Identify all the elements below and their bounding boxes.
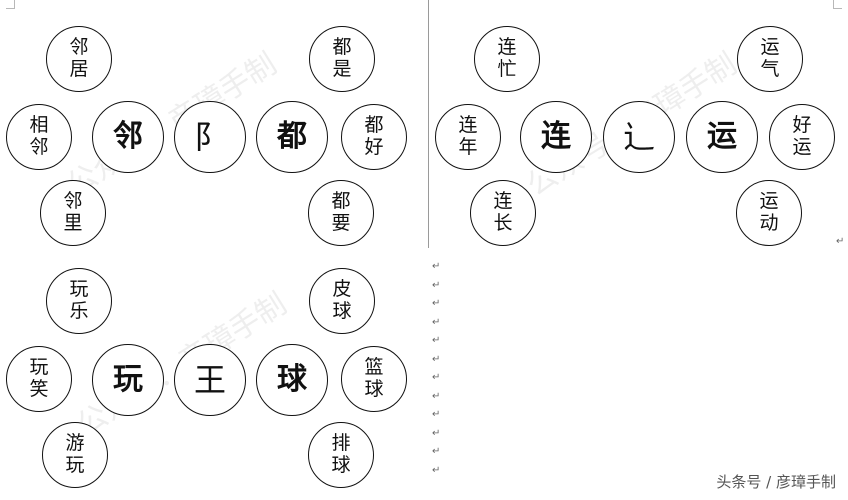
- word-circle: 连 忙: [474, 26, 540, 92]
- paragraph-mark: ↵: [432, 316, 441, 328]
- root-circle: 都: [256, 101, 328, 173]
- word-circle: 篮 球: [341, 346, 407, 412]
- root-circle: 玩: [92, 344, 164, 416]
- word-char: 乐: [69, 300, 89, 322]
- radical-circle: 王: [174, 344, 246, 416]
- word-char: 连: [458, 114, 478, 137]
- radical-circle: 辶: [603, 101, 675, 173]
- root-char: 邻: [113, 118, 143, 154]
- paragraph-mark: ↵: [432, 409, 441, 420]
- page-corner-top-right: [833, 0, 842, 9]
- word-char: 要: [331, 212, 351, 234]
- word-circle: 邻 里: [40, 180, 106, 246]
- word-circle: 相 邻: [6, 104, 72, 170]
- paragraph-marks-column: ↵ ↵ ↵ ↵ ↵ ↵ ↵ ↵ ↵ ↵ ↵ ↵: [432, 258, 446, 480]
- word-char: 动: [759, 212, 779, 234]
- word-circle: 邻 居: [46, 26, 112, 92]
- word-char: 游: [65, 432, 85, 455]
- root-circle: 球: [256, 344, 328, 416]
- word-circle: 排 球: [308, 422, 374, 488]
- word-char: 忙: [497, 58, 517, 80]
- paragraph-mark: ↵: [836, 236, 845, 247]
- word-circle: 连 年: [435, 104, 501, 170]
- root-circle: 邻: [92, 101, 164, 173]
- radical-char: 阝: [193, 117, 226, 156]
- paragraph-mark: ↵: [432, 427, 441, 439]
- root-char: 连: [541, 118, 571, 154]
- word-char: 皮: [332, 278, 352, 301]
- radical-circle: 阝: [174, 101, 246, 173]
- word-char: 邻: [63, 190, 83, 213]
- word-circle: 连 长: [470, 180, 536, 246]
- word-char: 连: [493, 190, 513, 213]
- word-char: 玩: [29, 356, 49, 379]
- paragraph-mark: ↵: [432, 261, 441, 272]
- word-char: 长: [493, 212, 513, 234]
- root-circle: 连: [520, 101, 592, 173]
- root-char: 球: [277, 361, 307, 397]
- source-tag: 头条号 / 彦璋手制: [716, 473, 836, 491]
- word-char: 邻: [69, 36, 89, 59]
- word-char: 都: [331, 190, 351, 213]
- word-char: 玩: [65, 454, 85, 476]
- word-char: 运: [792, 136, 812, 158]
- paragraph-mark: ↵: [432, 353, 441, 365]
- word-char: 都: [332, 36, 352, 59]
- word-circle: 运 气: [737, 26, 803, 92]
- word-char: 笑: [29, 378, 49, 400]
- paragraph-mark: ↵: [432, 390, 441, 402]
- word-char: 相: [29, 114, 49, 137]
- word-char: 玩: [69, 278, 89, 301]
- word-circle: 运 动: [736, 180, 802, 246]
- word-char: 连: [497, 36, 517, 59]
- paragraph-mark: ↵: [432, 446, 441, 457]
- word-circle: 好 运: [769, 104, 835, 170]
- radical-char: 王: [193, 360, 226, 399]
- page-corner-top-left: [6, 0, 15, 9]
- word-char: 球: [364, 378, 384, 400]
- word-char: 邻: [29, 136, 49, 158]
- radical-char: 辶: [622, 117, 655, 156]
- word-circle: 玩 乐: [46, 268, 112, 334]
- word-char: 运: [760, 36, 780, 59]
- word-circle: 游 玩: [42, 422, 108, 488]
- word-char: 球: [332, 300, 352, 322]
- paragraph-mark: ↵: [432, 464, 441, 476]
- paragraph-mark: ↵: [432, 279, 441, 291]
- word-char: 好: [364, 136, 384, 158]
- root-char: 运: [707, 118, 737, 154]
- word-char: 好: [792, 114, 812, 137]
- paragraph-mark: ↵: [432, 335, 441, 346]
- paragraph-mark: ↵: [432, 372, 441, 383]
- root-circle: 运: [686, 101, 758, 173]
- word-char: 气: [760, 58, 780, 80]
- root-char: 都: [277, 118, 307, 154]
- column-divider: [428, 0, 429, 248]
- root-char: 玩: [113, 361, 143, 397]
- word-char: 都: [364, 114, 384, 137]
- word-char: 年: [458, 136, 478, 158]
- word-char: 球: [331, 454, 351, 476]
- word-circle: 都 好: [341, 104, 407, 170]
- word-char: 居: [69, 58, 89, 80]
- word-char: 是: [332, 58, 352, 80]
- word-char: 排: [331, 432, 351, 455]
- word-circle: 都 要: [308, 180, 374, 246]
- word-char: 里: [63, 212, 83, 234]
- word-circle: 都 是: [309, 26, 375, 92]
- word-char: 运: [759, 190, 779, 213]
- paragraph-mark: ↵: [432, 298, 441, 309]
- word-char: 篮: [364, 356, 384, 379]
- word-circle: 皮 球: [309, 268, 375, 334]
- word-circle: 玩 笑: [6, 346, 72, 412]
